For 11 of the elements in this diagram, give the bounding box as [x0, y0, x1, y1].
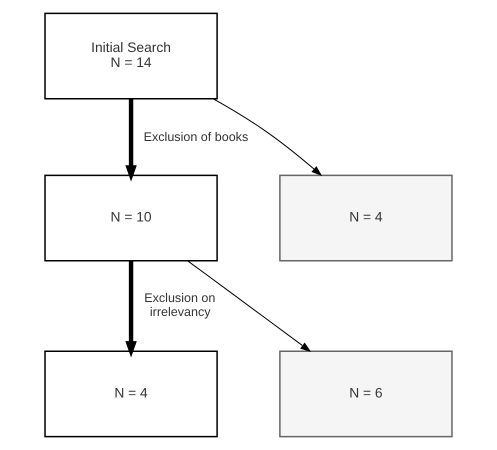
- arrow: [125, 260, 137, 358]
- arrow: [187, 260, 312, 352]
- node-box: Initial Search N = 14: [44, 12, 218, 100]
- arrow: [125, 98, 137, 182]
- node-box: N = 10: [44, 174, 218, 262]
- node-box: N = 6: [279, 350, 453, 438]
- node-box: N = 4: [44, 350, 218, 438]
- edge-label: Exclusion on irrelevancy: [144, 291, 216, 320]
- arrow: [213, 98, 322, 176]
- edge-label: Exclusion of books: [144, 130, 248, 144]
- node-box: N = 4: [279, 174, 453, 262]
